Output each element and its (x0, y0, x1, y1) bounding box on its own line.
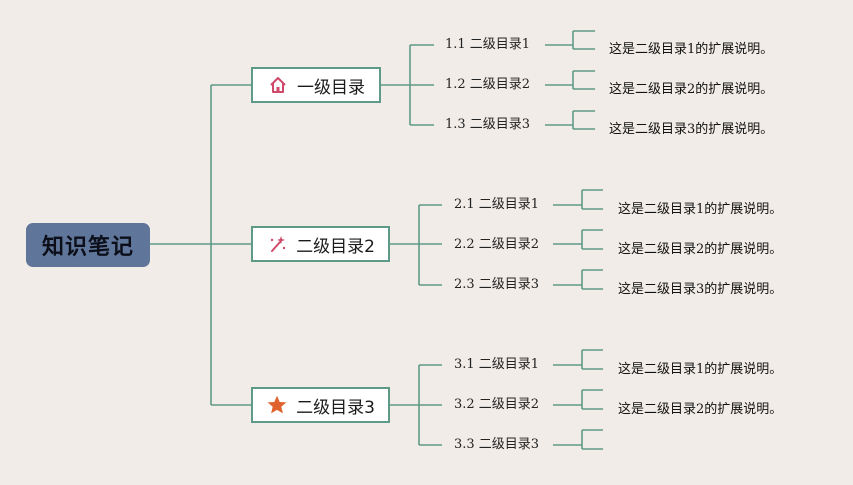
subtopic-2-1[interactable]: 2.1 二级目录1 (454, 197, 540, 212)
subtopic-1-2[interactable]: 1.2 二级目录2 (445, 77, 531, 92)
note-1-1[interactable]: 这是二级目录1的扩展说明。 (609, 42, 774, 57)
note-1-2[interactable]: 这是二级目录2的扩展说明。 (609, 82, 774, 97)
note-1-3[interactable]: 这是二级目录3的扩展说明。 (609, 122, 774, 137)
subtopic-3-3[interactable]: 3.3 二级目录3 (454, 437, 540, 452)
star-icon (266, 394, 288, 416)
topic-branch-1[interactable]: 一级目录 (251, 67, 381, 103)
root-topic-label: 知识笔记 (41, 235, 134, 260)
subtopic-1-1[interactable]: 1.1 二级目录1 (445, 37, 531, 52)
topic-label: 二级目录3 (296, 397, 375, 418)
topic-label: 一级目录 (297, 77, 365, 98)
note-2-1[interactable]: 这是二级目录1的扩展说明。 (618, 202, 783, 217)
magic-wand-icon (266, 233, 288, 255)
note-2-2[interactable]: 这是二级目录2的扩展说明。 (618, 242, 783, 257)
note-2-3[interactable]: 这是二级目录3的扩展说明。 (618, 282, 783, 297)
topic-branch-3[interactable]: 二级目录3 (251, 387, 390, 423)
subtopic-3-2[interactable]: 3.2 二级目录2 (454, 397, 540, 412)
subtopic-2-2[interactable]: 2.2 二级目录2 (454, 237, 540, 252)
root-topic[interactable]: 知识笔记 (26, 223, 150, 267)
house-icon (267, 74, 289, 96)
note-3-2[interactable]: 这是二级目录2的扩展说明。 (618, 402, 783, 417)
subtopic-1-3[interactable]: 1.3 二级目录3 (445, 117, 531, 132)
note-3-1[interactable]: 这是二级目录1的扩展说明。 (618, 362, 783, 377)
topic-label: 二级目录2 (296, 236, 375, 257)
subtopic-3-1[interactable]: 3.1 二级目录1 (454, 357, 540, 372)
topic-branch-2[interactable]: 二级目录2 (251, 226, 390, 262)
subtopic-2-3[interactable]: 2.3 二级目录3 (454, 277, 540, 292)
